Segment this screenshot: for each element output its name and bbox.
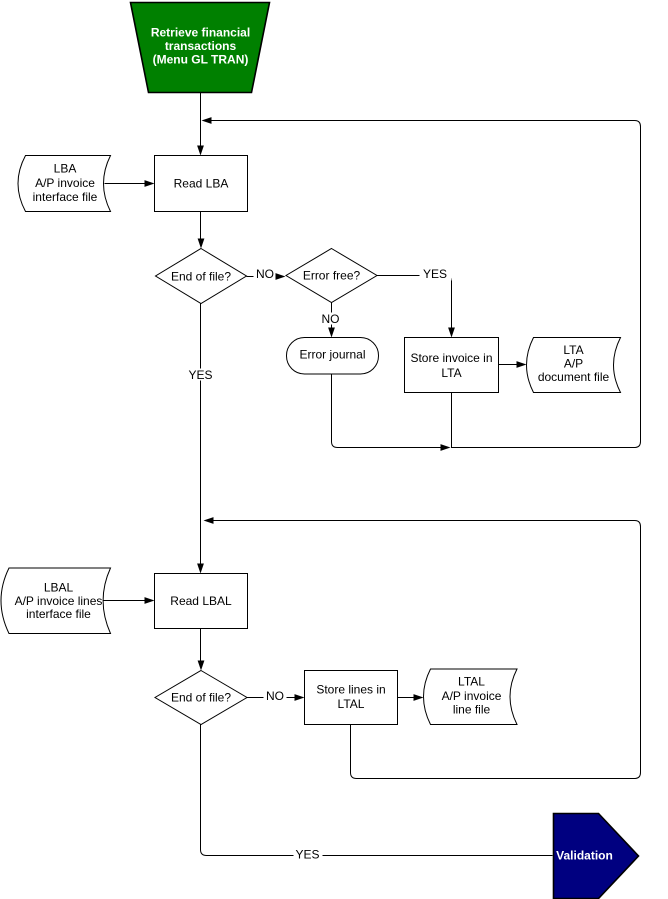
svg-text:YES: YES [188, 368, 212, 382]
svg-text:LTA: LTA [563, 343, 583, 357]
svg-text:End of file?: End of file? [171, 691, 231, 705]
svg-text:Store lines in: Store lines in [316, 683, 385, 697]
svg-text:Read LBA: Read LBA [174, 177, 229, 191]
svg-text:(Menu GL TRAN): (Menu GL TRAN) [153, 53, 249, 67]
svg-text:LTAL: LTAL [338, 697, 365, 711]
svg-text:NO: NO [266, 689, 284, 703]
svg-text:line file: line file [453, 703, 491, 717]
svg-text:Read LBAL: Read LBAL [170, 594, 232, 608]
svg-text:YES: YES [423, 267, 447, 281]
svg-text:Validation: Validation [556, 849, 613, 863]
svg-text:document file: document file [538, 370, 610, 384]
svg-text:YES: YES [295, 848, 319, 862]
svg-text:interface file: interface file [33, 190, 98, 204]
svg-text:transactions: transactions [165, 39, 237, 53]
svg-text:A/P: A/P [564, 357, 583, 371]
svg-text:NO: NO [256, 267, 274, 281]
svg-text:A/P invoice: A/P invoice [442, 689, 502, 703]
svg-text:LBAL: LBAL [44, 581, 74, 595]
svg-text:Store invoice in: Store invoice in [410, 351, 492, 365]
svg-text:interface file: interface file [26, 607, 91, 621]
svg-text:NO: NO [322, 312, 340, 326]
svg-text:LTA: LTA [441, 366, 461, 380]
svg-text:Retrieve financial: Retrieve financial [151, 26, 250, 40]
svg-text:A/P invoice lines: A/P invoice lines [15, 594, 103, 608]
svg-text:A/P invoice: A/P invoice [35, 176, 95, 190]
svg-text:LTAL: LTAL [458, 675, 485, 689]
svg-text:Error journal: Error journal [299, 348, 365, 362]
svg-text:Error free?: Error free? [303, 269, 361, 283]
svg-text:LBA: LBA [54, 162, 77, 176]
svg-text:End of file?: End of file? [171, 270, 231, 284]
